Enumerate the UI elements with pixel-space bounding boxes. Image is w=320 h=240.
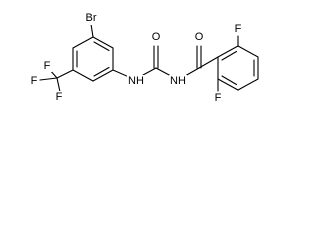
fluorine-atom-label: F xyxy=(56,91,63,103)
nh-carbonyl-bond xyxy=(142,67,157,76)
cf3-f-left-bond xyxy=(39,77,58,81)
oxygen-atom-label: O xyxy=(195,31,204,43)
cf3-f-bottom-bond xyxy=(56,77,61,93)
bromine-atom-label: Br xyxy=(86,12,97,24)
benzoyl-ring-bond xyxy=(198,56,219,69)
carbonyl-nh-bond xyxy=(155,67,172,77)
c-cf3-bond xyxy=(56,69,74,79)
nh-benzoyl-bond xyxy=(184,67,200,77)
oxygen-atom-label: O xyxy=(152,31,161,43)
ring-b-bonds xyxy=(217,45,259,91)
nitrogen-atom-label: NH xyxy=(170,75,186,87)
fluorine-atom-label: F xyxy=(235,23,242,35)
ring-a-bonds xyxy=(72,36,114,82)
nitrogen-atom-label: NH xyxy=(128,75,144,87)
ring-nh-bond xyxy=(112,69,130,78)
chemical-structure: Br F F F NH O NH O F F xyxy=(30,12,259,104)
fluorine-atom-label: F xyxy=(31,75,38,87)
fluorine-atom-label: F xyxy=(44,60,51,72)
fluorine-atom-label: F xyxy=(215,92,222,104)
c-br-bond xyxy=(90,23,94,38)
